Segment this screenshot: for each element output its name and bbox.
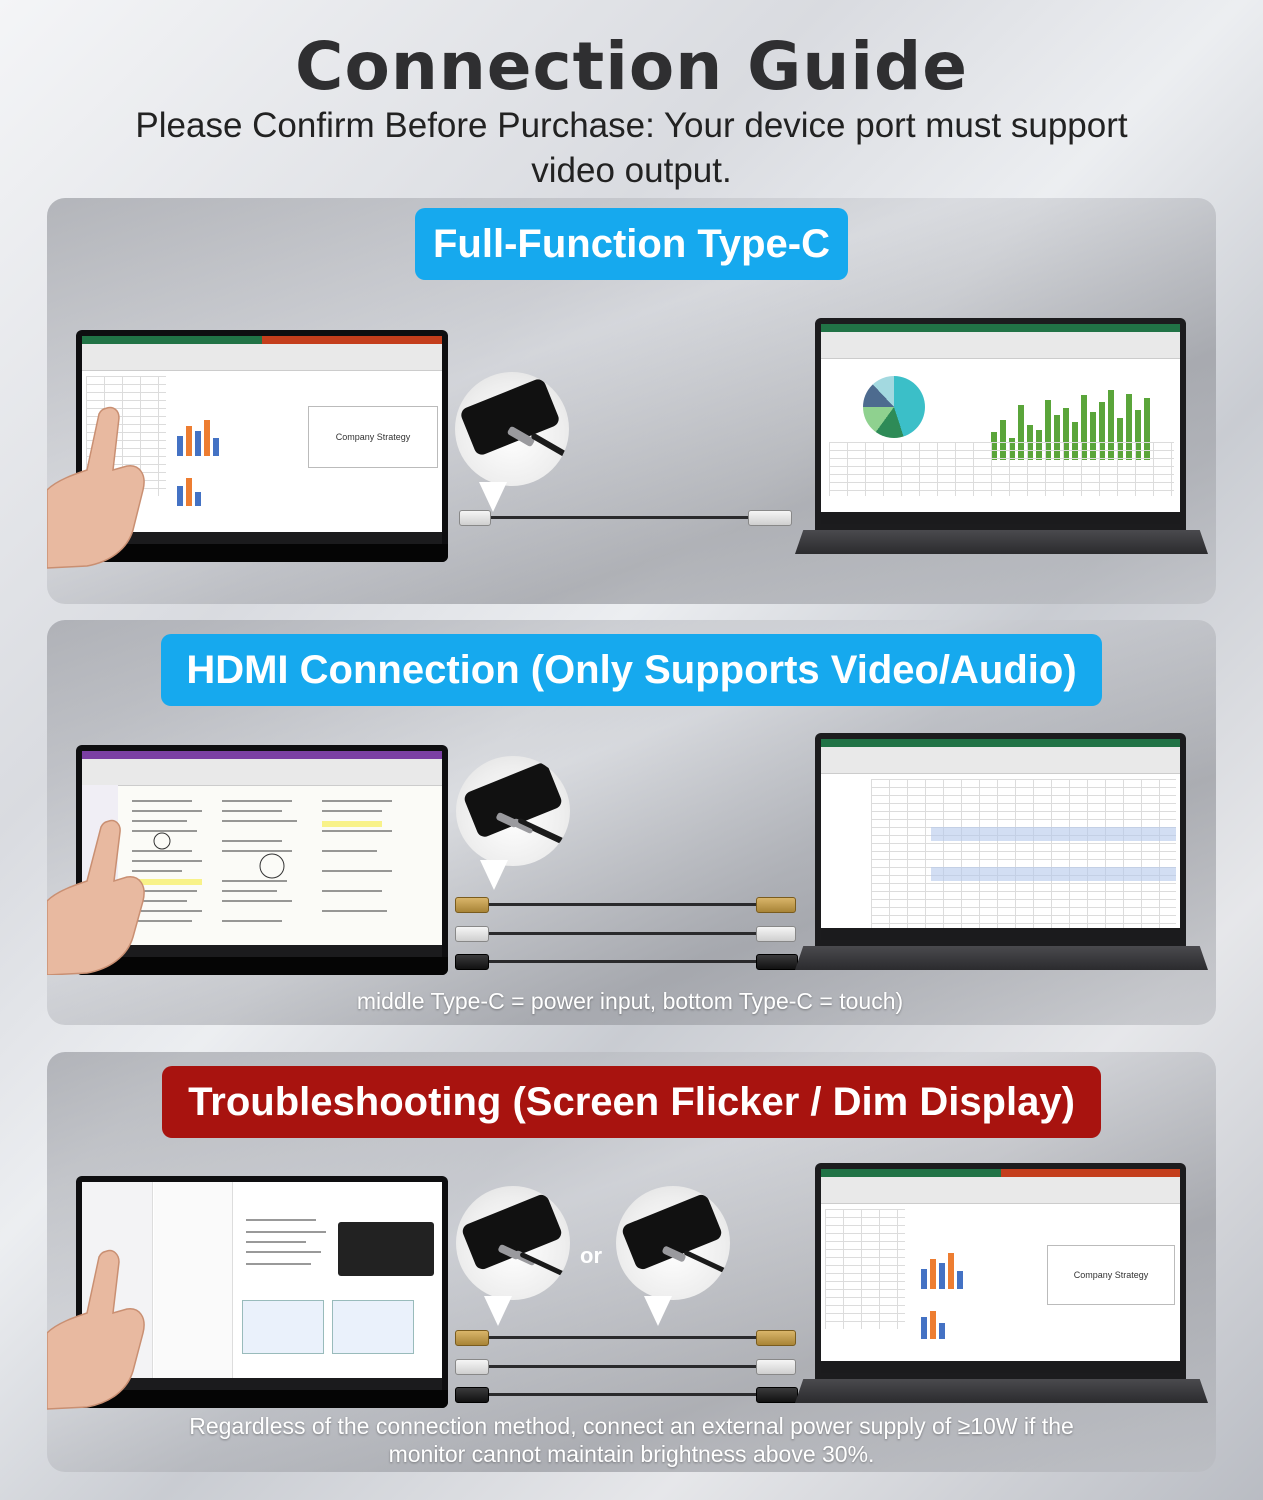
portable-monitor [76,745,448,975]
hdmi-connector-icon [756,897,796,913]
port-closeup-option-a [456,1186,570,1300]
hdmi-port-closeup [456,756,570,866]
usb-c-connector-icon [455,926,489,942]
page-title: Connection Guide [295,28,968,105]
usb-c-connector-icon [756,1359,796,1375]
section-type-c-label: Full-Function Type-C [415,208,848,280]
usb-c-connector-icon [455,1387,489,1403]
slide-title: Company Strategy [1047,1245,1175,1305]
power-supply-note: Regardless of the connection method, con… [189,1413,1074,1467]
separator-or: or [580,1243,602,1268]
hdmi-connector-icon [455,897,489,913]
portable-monitor: Company Strategy [76,330,448,562]
usb-c-connector-icon [748,510,792,526]
hdmi-connector-icon [756,1330,796,1346]
usb-c-connector-icon [459,510,491,526]
usb-c-connector-icon [756,926,796,942]
touch-hand-icon [47,1249,145,1410]
usb-a-connector-icon [756,1387,798,1403]
section-hdmi-label: HDMI Connection (Only Supports Video/Aud… [161,634,1102,706]
usb-c-connector-icon [455,1359,489,1375]
laptop: Company Strategy [815,1163,1186,1379]
slide-title: Company Strategy [308,406,438,468]
hdmi-connector-icon [455,1330,489,1346]
laptop [815,318,1186,530]
page-subtitle: Please Confirm Before Purchase: Your dev… [135,106,1128,190]
usb-c-connector-icon [455,954,489,970]
laptop [815,733,1186,946]
hdmi-note: middle Type-C = power input, bottom Type… [356,988,904,1014]
touch-hand-icon [47,819,145,975]
usb-a-connector-icon [756,954,798,970]
usb-c-port-closeup [455,372,569,486]
touch-hand-icon [47,406,145,569]
section-troubleshooting-label: Troubleshooting (Screen Flicker / Dim Di… [162,1066,1101,1138]
port-closeup-option-b [616,1186,730,1300]
